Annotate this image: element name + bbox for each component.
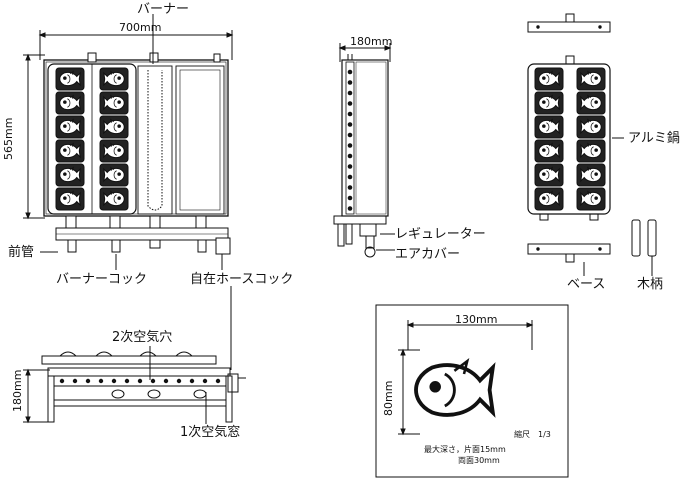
bottom-air-holes (59, 378, 221, 384)
air-hole (137, 378, 143, 384)
label-aluminum-pan: アルミ鍋 (628, 131, 680, 146)
label-air-cover: エアカバー (395, 247, 461, 262)
label-depth-line2: 両面30mm (458, 456, 500, 465)
burner-hole (347, 153, 353, 159)
dim-side-width: 180mm (350, 35, 393, 48)
burner-hole (347, 122, 353, 127)
label-burner-cock: バーナーコック (56, 272, 148, 287)
air-hole (189, 378, 195, 384)
label-base: ベース (567, 277, 606, 292)
burner-hole (347, 80, 353, 85)
bottom-view (23, 286, 246, 424)
burner-hole (347, 132, 353, 138)
dim-mold-height: 80mm (382, 380, 395, 416)
air-hole (176, 378, 182, 384)
label-scale: 縮尺 1/3 (514, 430, 551, 439)
air-hole (98, 378, 104, 384)
label-regulator: レギュレーター (395, 227, 486, 242)
pan-fish-grid (535, 68, 605, 210)
air-hole (111, 378, 117, 384)
side-view (333, 43, 395, 258)
mold-detail (375, 304, 569, 478)
burner-hole (347, 90, 353, 96)
label-depth-line1: 最大深さ，片面15mm (424, 445, 506, 454)
front-view (23, 14, 234, 270)
air-hole (150, 378, 156, 384)
dim-front-width: 700mm (119, 21, 162, 34)
air-hole (85, 378, 91, 384)
label-secondary-air: 2次空気穴 (112, 330, 173, 345)
burner-hole (347, 185, 353, 190)
dim-bottom-height: 180mm (11, 369, 24, 412)
air-hole (59, 378, 65, 384)
label-wooden-handle: 木柄 (637, 277, 664, 292)
label-hose-cock: 自在ホースコック (190, 272, 294, 287)
burner-hole (347, 195, 353, 201)
burner-hole (347, 143, 353, 148)
burner-hole (347, 111, 353, 117)
label-burner: バーナー (137, 2, 190, 17)
burner-hole (347, 164, 353, 169)
burner-hole (347, 206, 353, 211)
burner-hole (347, 69, 353, 75)
burner-hole (347, 174, 353, 180)
air-hole (124, 378, 130, 384)
side-burner-holes (347, 69, 353, 211)
air-hole (202, 378, 208, 384)
label-primary-air: 1次空気窓 (180, 425, 241, 440)
dim-mold-width: 130mm (455, 313, 498, 326)
label-front-pipe: 前管 (8, 245, 35, 260)
air-hole (163, 378, 169, 384)
air-hole (72, 378, 78, 384)
air-hole (215, 378, 221, 384)
burner-hole (347, 101, 353, 106)
dim-front-height: 565mm (2, 117, 15, 160)
pan-view (527, 13, 657, 276)
